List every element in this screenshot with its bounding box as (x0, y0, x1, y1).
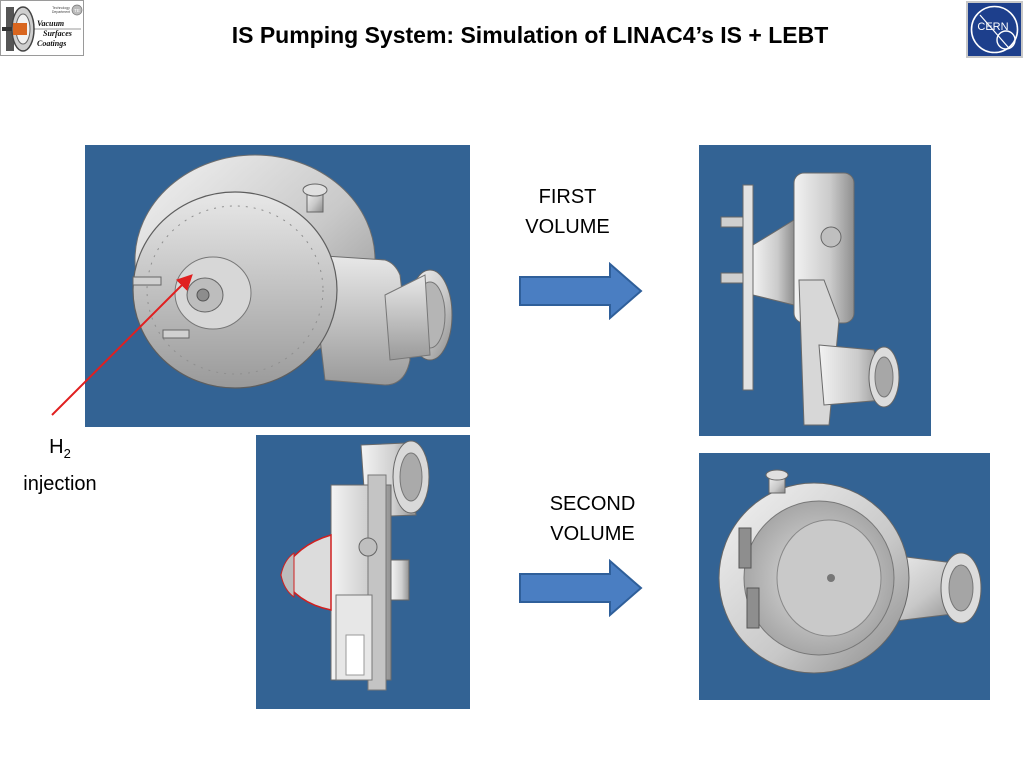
cern-logo-text: CERN (977, 21, 1008, 33)
second-volume-render (699, 453, 990, 700)
cern-logo: CERN (966, 1, 1023, 58)
logo-word-vacuum: Vacuum (37, 19, 64, 28)
vsc-logo-graphic: Technology Department TE Vacuum Surfaces… (2, 4, 83, 52)
logo-word-surfaces: Surfaces (43, 29, 72, 38)
first-volume-line1: FIRST (538, 186, 597, 208)
second-volume-line2: VOLUME (550, 523, 635, 545)
h2-injection-label: H2 injection (0, 432, 120, 499)
logo-word-coatings: Coatings (37, 39, 66, 48)
first-volume-line2: VOLUME (525, 216, 610, 238)
vacuum-surfaces-coatings-logo: Technology Department TE Vacuum Surfaces… (0, 0, 84, 56)
arrow-to-second-volume (518, 559, 644, 617)
slide-title: IS Pumping System: Simulation of LINAC4’… (231, 22, 829, 48)
injection-word: injection (23, 473, 97, 495)
side-view-render (256, 435, 470, 709)
first-volume-label: FIRST VOLUME (500, 182, 635, 242)
second-volume-label: SECOND VOLUME (525, 489, 660, 549)
arrow-to-first-volume (518, 262, 644, 320)
h2-formula: H2 (0, 432, 120, 469)
h2-element: H (49, 436, 64, 458)
second-volume-line1: SECOND (549, 493, 636, 515)
h2-subscript: 2 (63, 446, 71, 461)
cern-logo-graphic: CERN (970, 5, 1019, 54)
logo-te-badge: TE (74, 8, 80, 13)
logo-dept-line1: Technology (52, 6, 70, 10)
logo-dept-line2: Department (52, 10, 70, 14)
full-assembly-render (85, 145, 470, 427)
first-volume-render (699, 145, 931, 436)
